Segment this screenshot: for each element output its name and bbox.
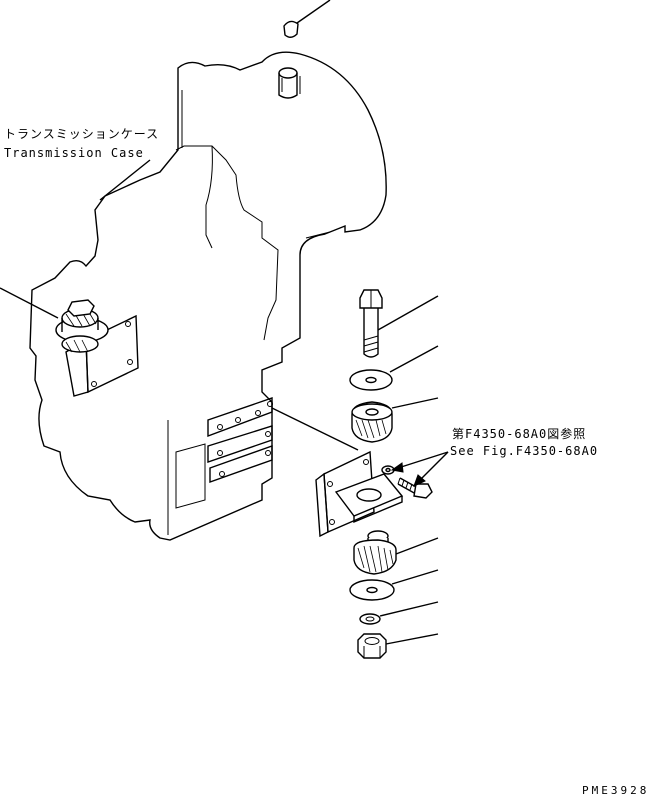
mount-bracket-part: [271, 407, 404, 538]
spring-washer-part: [359, 601, 439, 625]
lower-washer-part: [349, 569, 439, 601]
case-label-en: Transmission Case: [4, 146, 144, 160]
nut-part: [357, 633, 439, 659]
drawing-code: PME3928: [582, 784, 649, 797]
washer-part: [349, 345, 439, 391]
exploded-parts: [271, 289, 439, 659]
reference-label-en: See Fig.F4350-68A0: [450, 444, 598, 458]
case-label-jp: トランスミッションケース: [4, 127, 159, 141]
lower-cushion-part: [353, 530, 439, 575]
reference-label-jp: 第F4350-68A0図参照: [452, 426, 586, 441]
reference-arrows: [390, 451, 449, 487]
left-mount-assembly: [0, 287, 139, 397]
transmission-case: [29, 0, 387, 541]
bolt-part: [359, 289, 439, 358]
upper-cushion-part: [351, 397, 439, 443]
